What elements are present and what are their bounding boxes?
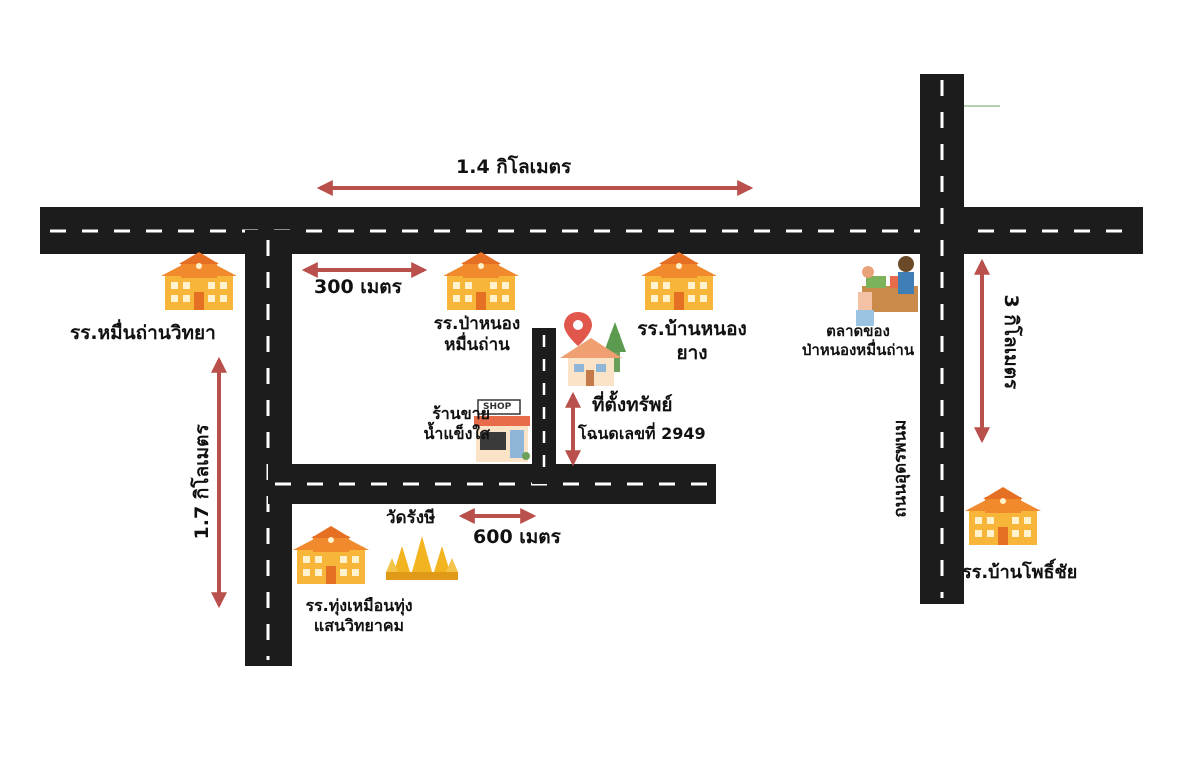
distance-label-1-7km: 1.7 กิโลเมตร xyxy=(191,424,214,540)
road-name-label: ถนนอุดรพนม xyxy=(890,419,911,518)
shop-sign: SHOP xyxy=(483,402,512,412)
temple-label: วัดรังษี xyxy=(386,508,436,528)
school-building-icon xyxy=(443,252,519,310)
market-line2: ป่าหนองหมื่นถ่าน xyxy=(801,340,915,359)
school-building-icon xyxy=(965,487,1041,545)
road-network xyxy=(40,74,1143,666)
market-vendor-icon xyxy=(856,256,918,326)
school-thung-label: รร.ทุ่งเหมือนทุ่ง แสนวิทยาคม xyxy=(284,596,434,636)
school-pa-nong-label: รร.ป่าหนอง หมื่นถ่าน xyxy=(412,314,542,357)
distance-label-3km: 3 กิโลเมตร xyxy=(999,294,1022,390)
property-deed: โฉนดเลขที่ 2949 xyxy=(578,423,706,443)
school-pho-chai-label: รร.บ้านโพธิ์ชัย xyxy=(962,562,1078,583)
school-building-icon xyxy=(641,252,717,310)
distance-arrows xyxy=(211,180,990,609)
top-road xyxy=(40,207,1143,254)
temple-icon xyxy=(386,536,458,580)
school-ban-nong-line2: ยาง xyxy=(676,341,708,364)
property-title: ที่ตั้งทรัพย์ xyxy=(592,394,673,416)
property-house-pin-icon xyxy=(560,312,626,386)
school-building-icon xyxy=(293,526,369,584)
school-ban-nong-label: รร.บ้านหนอง ยาง xyxy=(612,318,772,366)
school-building-icon xyxy=(161,252,237,310)
school-thung-line1: รร.ทุ่งเหมือนทุ่ง xyxy=(305,596,413,615)
market-line1: ตลาดของ xyxy=(826,322,890,340)
distance-label-1-4km: 1.4 กิโลเมตร xyxy=(456,156,572,178)
school-muenthan-label: รร.หมื่นถ่านวิทยา xyxy=(70,322,216,344)
school-thung-line2: แสนวิทยาคม xyxy=(313,616,405,635)
shop-icon xyxy=(474,399,530,462)
school-ban-nong-line1: รร.บ้านหนอง xyxy=(637,318,747,340)
lower-road xyxy=(268,464,716,504)
distance-label-600m: 600 เมตร xyxy=(473,526,561,548)
shop-line1: ร้านขาย xyxy=(432,404,490,423)
school-pa-nong-line2: หมื่นถ่าน xyxy=(444,335,510,356)
school-pa-nong-line1: รร.ป่าหนอง xyxy=(433,314,521,334)
shop-line2: น้ำแข็งใส xyxy=(423,424,490,443)
property-label: ที่ตั้งทรัพย์ โฉนดเลขที่ 2949 xyxy=(578,394,706,444)
distance-label-300m: 300 เมตร xyxy=(314,276,402,298)
shop-label: ร้านขาย น้ำแข็งใส xyxy=(386,404,490,444)
market-label: ตลาดของ ป่าหนองหมื่นถ่าน xyxy=(778,322,938,360)
